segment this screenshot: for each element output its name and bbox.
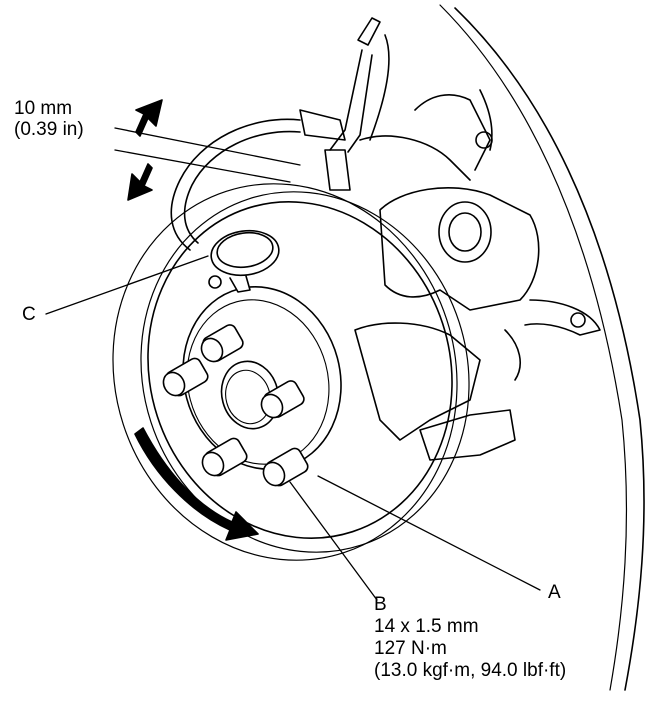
dial-indicator-c [208, 229, 280, 293]
callout-c: C [22, 304, 36, 325]
gap-measure-mm: 10 mm [14, 98, 73, 119]
indicator-clamp [299, 17, 390, 191]
leader-b [289, 481, 378, 601]
callout-b: B [374, 594, 387, 615]
wheel-well-lines [439, 4, 645, 691]
gap-measure-in: (0.39 in) [14, 119, 84, 140]
flex-arm [170, 118, 301, 251]
wheel-nuts [162, 324, 309, 487]
rotation-arrow [134, 427, 259, 541]
disc-rotor [112, 183, 470, 561]
callout-a: A [548, 582, 561, 603]
gap-measure-label: 10 mm (0.39 in) [14, 98, 84, 140]
gap-arrows [127, 99, 163, 201]
measure-guide-lines [114, 127, 301, 183]
leader-a [317, 475, 541, 591]
caliper-bracket [354, 89, 601, 461]
leader-c [45, 255, 209, 315]
b-torque-alt-spec: (13.0 kgf·m, 94.0 lbf·ft) [374, 660, 567, 681]
leader-lines [45, 255, 541, 601]
callout-b-block: B 14 x 1.5 mm 127 N·m (13.0 kgf·m, 94.0 … [374, 594, 566, 682]
b-size-spec: 14 x 1.5 mm [374, 616, 479, 637]
b-torque-spec: 127 N·m [374, 638, 447, 659]
